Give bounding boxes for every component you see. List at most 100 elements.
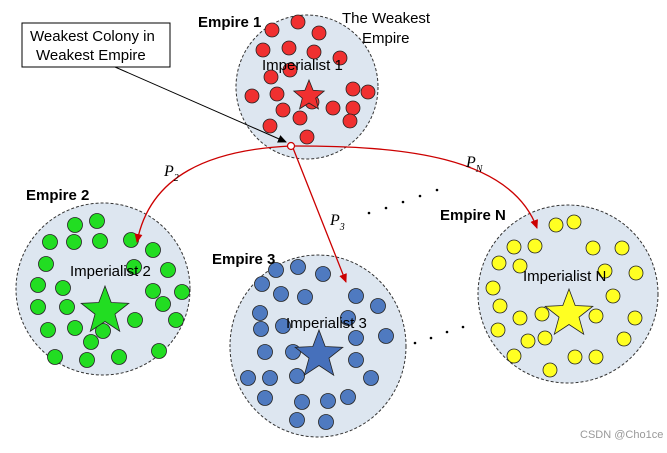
empire-1-colony <box>325 100 341 116</box>
empire-1-colony <box>255 42 271 58</box>
empire-3-colony <box>257 390 273 406</box>
empire-1-colony <box>262 118 278 134</box>
empire-2-colony <box>47 349 63 365</box>
arrow-to-empire-3 <box>292 147 347 283</box>
empire-3-colony <box>378 328 394 344</box>
empire-3-colony <box>363 370 379 386</box>
empire-n-colony <box>512 258 528 274</box>
empire-1-colony <box>244 88 260 104</box>
empire-3-colony <box>318 414 334 430</box>
empire-n-colony <box>506 348 522 364</box>
empire-n-colony <box>527 238 543 254</box>
empire-n-colony <box>585 240 601 256</box>
empire-2-colony <box>89 213 105 229</box>
empire-n-colony <box>588 349 604 365</box>
empire-3-colony <box>289 412 305 428</box>
empire-1-colony <box>263 69 279 85</box>
empire-2-colony <box>127 312 143 328</box>
empire-3-colony <box>285 344 301 360</box>
arrow-label-pn: PN <box>465 154 484 175</box>
colonies <box>30 14 644 430</box>
imperialist-n-label: Imperialist N <box>523 268 606 285</box>
empire-2-imperialist-star <box>80 284 130 333</box>
empire-1-label: Empire 1 <box>198 14 261 31</box>
empire-1-colony <box>311 25 327 41</box>
callout-box <box>21 22 171 68</box>
empire-2-colony <box>168 312 184 328</box>
empire-n-colony <box>512 310 528 326</box>
weakest-colony <box>286 141 296 151</box>
empire-3-colony <box>340 310 356 326</box>
empire-n-colony <box>491 255 507 271</box>
empire-2-colony <box>123 232 139 248</box>
empire-n-colony <box>548 217 564 233</box>
empire-2-colony <box>95 323 111 339</box>
empire-2-colony <box>30 277 46 293</box>
empire-3-imperialist-star <box>294 328 344 377</box>
ellipsis-dots-top <box>367 188 439 215</box>
empire-3-label: Empire 3 <box>212 251 275 268</box>
empire-1-colony <box>345 100 361 116</box>
empire-2-colony <box>66 234 82 250</box>
weakest-empire-label-line2: Empire <box>362 30 410 47</box>
empire-n-colony <box>542 362 558 378</box>
empire-n-colony <box>492 298 508 314</box>
empire-2-colony <box>59 299 75 315</box>
empire-n-colony <box>490 322 506 338</box>
empire-2-colony <box>79 352 95 368</box>
empire-3-colony <box>290 259 306 275</box>
empire-2-label: Empire 2 <box>26 187 89 204</box>
callout-pointer-arrow <box>114 66 287 143</box>
imperialist-2-label: Imperialist 2 <box>70 263 151 280</box>
empire-n-colony <box>616 331 632 347</box>
empire-n-colony <box>537 330 553 346</box>
callout-text-line1: Weakest Colony in <box>30 28 155 45</box>
empire-3-colony <box>240 370 256 386</box>
empire-3-colony <box>348 352 364 368</box>
empire-3-colony <box>320 393 336 409</box>
empire-1-colony <box>360 84 376 100</box>
empire-1-colony <box>299 129 315 145</box>
empire-2-colony <box>92 233 108 249</box>
empire-n-colony <box>627 310 643 326</box>
empire-n-colony <box>520 333 536 349</box>
empire-1-colony <box>292 110 308 126</box>
empire-2-colony <box>83 334 99 350</box>
arrow-to-empire-2 <box>134 145 291 243</box>
empire-3-colony <box>275 318 291 334</box>
empire-3-colony <box>340 389 356 405</box>
empire-3-colony <box>268 262 284 278</box>
empire-1-colony <box>281 40 297 56</box>
empire-3-colony <box>348 330 364 346</box>
empire-2-colony <box>38 256 54 272</box>
empire-n-colony <box>534 306 550 322</box>
empire-2-colony <box>126 259 142 275</box>
empire-n-colony <box>566 214 582 230</box>
empire-3-colony <box>297 289 313 305</box>
empire-1-colony <box>306 44 322 60</box>
empire-2-colony <box>145 242 161 258</box>
empire-n-colony <box>506 239 522 255</box>
empire-2-colony <box>42 234 58 250</box>
empire-1-colony <box>342 113 358 129</box>
empire-2-colony <box>145 283 161 299</box>
empire-3-colony <box>294 394 310 410</box>
empire-2-colony <box>40 322 56 338</box>
empire-3-colony <box>370 298 386 314</box>
empire-2-colony <box>155 296 171 312</box>
empire-n-colony <box>567 349 583 365</box>
empire-1-colony <box>345 81 361 97</box>
empire-3-colony <box>254 276 270 292</box>
empire-3-colony <box>262 370 278 386</box>
empire-1-colony <box>264 22 280 38</box>
empire-1-colony <box>290 14 306 30</box>
empire-1-colony <box>282 62 298 78</box>
empire-3-colony <box>253 321 269 337</box>
empire-3-colony <box>315 266 331 282</box>
empire-3-colony <box>348 288 364 304</box>
ellipsis-dots-bottom <box>413 325 465 345</box>
empire-2-colony <box>30 299 46 315</box>
empire-n-colony <box>614 240 630 256</box>
